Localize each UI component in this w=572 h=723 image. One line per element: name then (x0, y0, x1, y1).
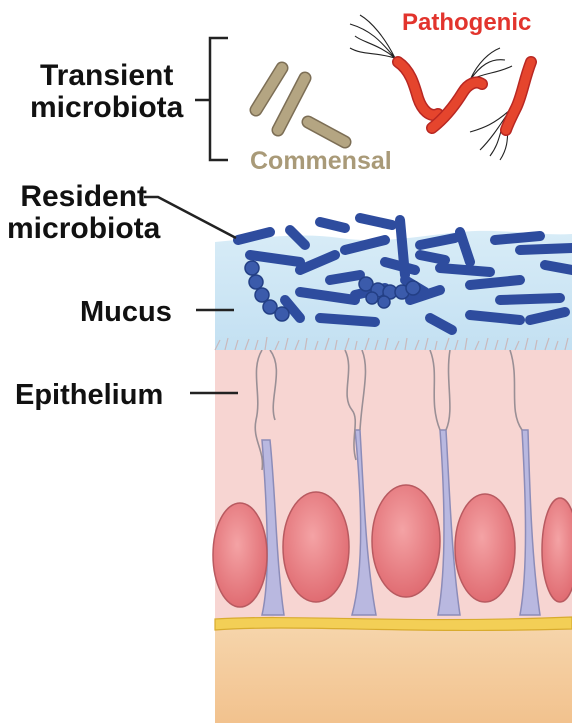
commensal-bacteria (256, 68, 345, 142)
pathogenic-label: Pathogenic (402, 10, 531, 36)
resident-microbiota-label: Resident microbiota (7, 181, 160, 246)
mucus-label: Mucus (80, 297, 172, 328)
transient-label-line2: microbiota (30, 92, 183, 124)
resident-label-line1: Resident (7, 181, 160, 213)
transient-bracket (195, 38, 228, 160)
transient-microbiota-label: Transient microbiota (30, 60, 183, 125)
transient-label-line1: Transient (30, 60, 183, 92)
epithelium-label: Epithelium (15, 380, 163, 411)
lamina-propria (215, 620, 572, 723)
commensal-label: Commensal (250, 148, 392, 175)
basement-membrane (215, 617, 572, 630)
pathogenic-bacteria (350, 15, 531, 160)
resident-label-line2: microbiota (7, 213, 160, 245)
